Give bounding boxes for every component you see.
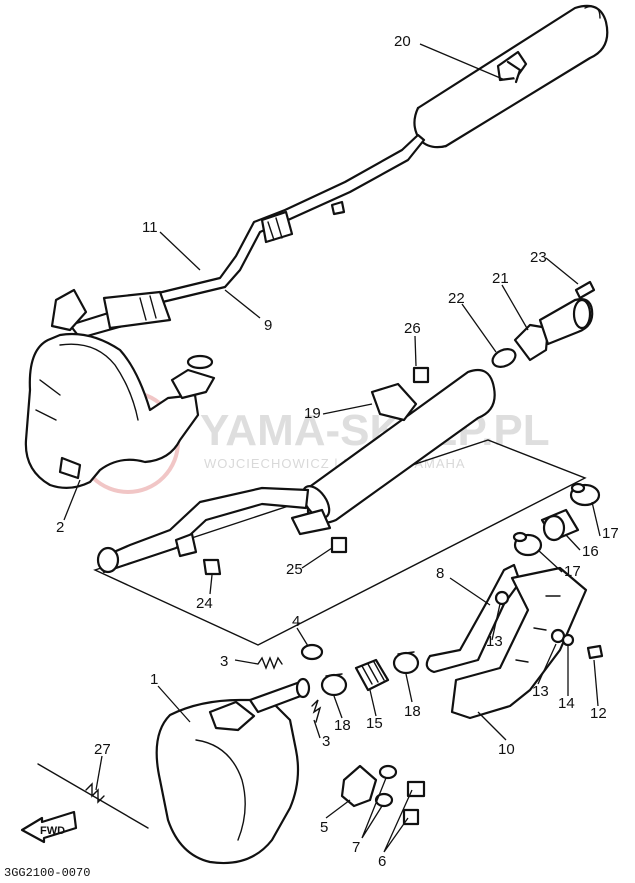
joint-16 xyxy=(540,508,580,542)
bolt-24 xyxy=(202,558,222,576)
callout-4: 4 xyxy=(292,613,300,630)
expansion-chamber-2 xyxy=(24,332,216,489)
rod-27 xyxy=(37,763,149,829)
tail-cap-21 xyxy=(513,298,594,362)
clamp-17-upper xyxy=(569,482,601,507)
callout-3-lower: 3 xyxy=(322,733,330,750)
callout-18-right: 18 xyxy=(404,703,421,720)
spring-3-lower xyxy=(311,699,322,723)
bracket-5 xyxy=(340,764,378,808)
o-ring-4 xyxy=(300,643,324,661)
callout-19: 19 xyxy=(304,405,321,422)
callout-12: 12 xyxy=(590,705,607,722)
callout-23: 23 xyxy=(530,249,547,266)
washer-13-upper xyxy=(494,590,510,606)
washers-7 xyxy=(374,764,398,808)
spring-3-upper xyxy=(257,656,283,670)
callout-27: 27 xyxy=(94,741,111,758)
fwd-arrow: FWD xyxy=(20,810,78,844)
callout-26: 26 xyxy=(404,320,421,337)
callout-13-lower: 13 xyxy=(532,683,549,700)
diagram-code: 3GG2100-0070 xyxy=(4,866,90,880)
callout-8: 8 xyxy=(436,565,444,582)
bolt-12 xyxy=(586,644,604,660)
bolt-23 xyxy=(574,280,596,300)
callout-10: 10 xyxy=(498,741,515,758)
leader-lines xyxy=(63,43,601,853)
clamp-17-lower xyxy=(512,531,543,557)
collar-15 xyxy=(354,658,390,692)
callout-6: 6 xyxy=(378,853,386,870)
callout-18-left: 18 xyxy=(334,717,351,734)
callout-24: 24 xyxy=(196,595,213,612)
callout-3-upper: 3 xyxy=(220,653,228,670)
gasket-22 xyxy=(491,348,517,368)
exhaust-tube-9 xyxy=(148,133,426,307)
callout-7: 7 xyxy=(352,839,360,856)
callout-25: 25 xyxy=(286,561,303,578)
heat-protector-10 xyxy=(450,566,588,720)
callout-1: 1 xyxy=(150,671,158,688)
clamp-18-right xyxy=(392,651,420,675)
callout-16: 16 xyxy=(582,543,599,560)
muffler-20 xyxy=(413,4,609,149)
exhaust-pipe-11 xyxy=(50,288,172,340)
callout-17-upper: 17 xyxy=(602,525,619,542)
callout-9: 9 xyxy=(264,317,272,334)
damper-14 xyxy=(561,633,575,647)
muffler-19 xyxy=(96,368,496,574)
joint-pipe-8 xyxy=(425,563,522,674)
callout-15: 15 xyxy=(366,715,383,732)
callout-13-upper: 13 xyxy=(486,633,503,650)
callout-21: 21 xyxy=(492,270,509,287)
callout-22: 22 xyxy=(448,290,465,307)
callouts: 20 11 9 2 19 23 21 22 26 25 24 17 16 17 … xyxy=(56,33,619,870)
clamp-18-left xyxy=(320,673,348,697)
bolt-26 xyxy=(412,366,430,384)
callout-20: 20 xyxy=(394,33,411,50)
callout-14: 14 xyxy=(558,695,575,712)
fwd-label: FWD xyxy=(40,825,65,837)
callout-17-lower: 17 xyxy=(564,563,581,580)
callout-5: 5 xyxy=(320,819,328,836)
bolt-25 xyxy=(330,536,348,554)
callout-11: 11 xyxy=(142,219,158,236)
expansion-chamber-1 xyxy=(155,677,311,865)
callout-2: 2 xyxy=(56,519,64,536)
bolts-6 xyxy=(402,780,426,826)
